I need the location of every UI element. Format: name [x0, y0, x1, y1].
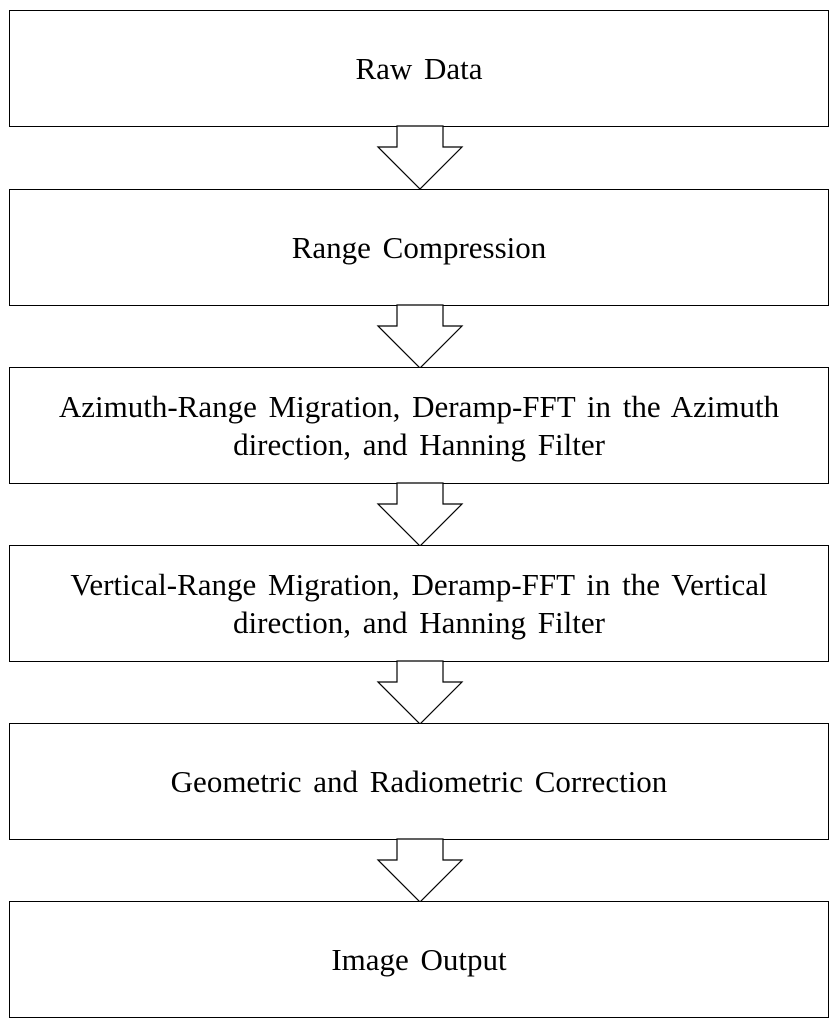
step-raw-data: Raw Data: [9, 10, 829, 127]
hollow-down-arrow-icon: [376, 125, 464, 190]
hollow-down-arrow-icon: [376, 838, 464, 903]
step-vertical-range-migration: Vertical-Range Migration, Deramp-FFT in …: [9, 545, 829, 662]
step-label-raw-data: Raw Data: [355, 50, 483, 86]
hollow-down-arrow-icon: [376, 660, 464, 725]
step-label-azimuth-range-migration: Azimuth-Range Migration, Deramp-FFT in t…: [58, 388, 780, 462]
step-label-range-compression: Range Compression: [291, 229, 547, 265]
step-image-output: Image Output: [9, 901, 829, 1018]
hollow-down-arrow-icon: [376, 482, 464, 547]
step-range-compression: Range Compression: [9, 189, 829, 306]
hollow-down-arrow-icon: [376, 304, 464, 369]
step-label-vertical-range-migration: Vertical-Range Migration, Deramp-FFT in …: [70, 566, 768, 640]
step-geometric-radiometric-correction: Geometric and Radiometric Correction: [9, 723, 829, 840]
step-azimuth-range-migration: Azimuth-Range Migration, Deramp-FFT in t…: [9, 367, 829, 484]
step-label-geometric-radiometric-correction: Geometric and Radiometric Correction: [170, 763, 668, 799]
step-label-image-output: Image Output: [331, 941, 507, 977]
